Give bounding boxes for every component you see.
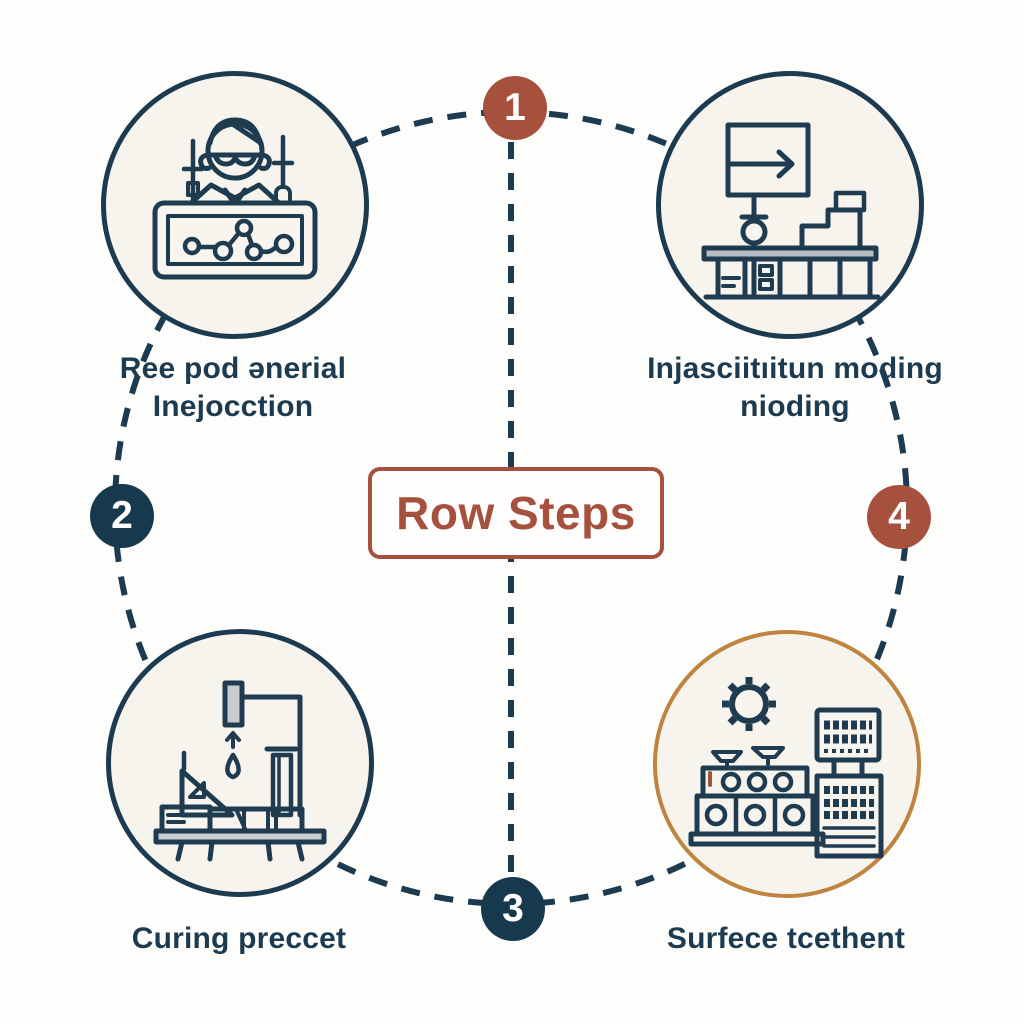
- injection-molding-machine-icon: [701, 122, 881, 300]
- step-node-surface-treatment: [653, 630, 921, 898]
- step-node-material-injection: [101, 71, 369, 339]
- step-badge-2: 2: [90, 484, 154, 548]
- curing-dispenser-machine-icon: [153, 680, 327, 862]
- step-node-curing-process: [106, 629, 374, 897]
- step-badge-4: 4: [867, 485, 931, 549]
- step-badge-1-number: 1: [504, 86, 526, 129]
- step-badge-1: 1: [483, 76, 547, 140]
- step-badge-3-number: 3: [502, 887, 524, 930]
- step-badge-3: 3: [481, 877, 545, 941]
- step-label-surface-treatment: Surfece tcethent: [666, 922, 906, 955]
- step-label-material-injection: Ree pod ǝnerial Inejocction: [119, 352, 347, 423]
- scientist-process-board-icon: [152, 117, 318, 280]
- step-badge-4-number: 4: [888, 495, 910, 538]
- step-label-curing-process: Curing preccet: [131, 922, 347, 955]
- center-title: Row Steps: [396, 487, 636, 539]
- step-node-injection-molding: [656, 71, 924, 339]
- surface-treatment-equipment-icon: [688, 677, 884, 859]
- step-label-injection-molding: Injasciitıitun moding nioding: [647, 352, 943, 423]
- center-title-box: Row Steps: [368, 467, 664, 559]
- step-badge-2-number: 2: [111, 494, 133, 537]
